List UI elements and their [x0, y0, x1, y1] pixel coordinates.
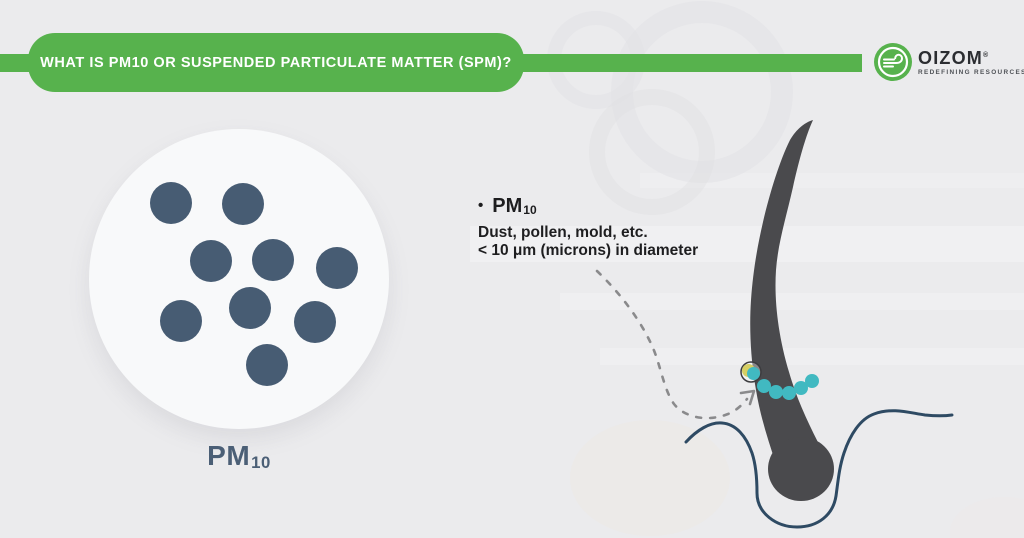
pm-particle-dot [150, 182, 192, 224]
hair-bulb [768, 437, 834, 501]
pm-particle-dot [190, 240, 232, 282]
highlighted-particle [740, 361, 762, 383]
pm-particle-on-hair [805, 374, 819, 388]
pm-particle-dot [160, 300, 202, 342]
header-banner: WHAT IS PM10 OR SUSPENDED PARTICULATE MA… [28, 33, 524, 92]
arrowhead-icon [739, 389, 756, 406]
bullet-icon: • [478, 197, 484, 214]
pm-particle-dot [294, 301, 336, 343]
pm-particle-on-hair [769, 385, 783, 399]
brand-tagline: REDEFINING RESOURCES [918, 69, 1024, 76]
pm-label-main: PM [207, 440, 251, 471]
pm-particle-dot [316, 247, 358, 289]
wind-icon [874, 43, 912, 81]
skin-line [684, 409, 954, 529]
background-swirl-decoration [470, 1, 1024, 538]
term-main: PM [492, 195, 523, 217]
page-title: WHAT IS PM10 OR SUSPENDED PARTICULATE MA… [40, 54, 512, 71]
pm-particle-dot [222, 183, 264, 225]
brand-name: OIZOM® [918, 48, 990, 68]
oizom-logo: OIZOM® REDEFINING RESOURCES [874, 43, 1024, 81]
pm-particle-dot [229, 287, 271, 329]
pm-label-subscript: 10 [251, 452, 271, 472]
definition-line-2: < 10 μm (microns) in diameter [478, 242, 699, 259]
hair-strand [750, 120, 834, 501]
pm-particle-dot [246, 344, 288, 386]
pm-particle-on-hair [794, 381, 808, 395]
registered-mark: ® [983, 52, 990, 59]
pm10-definition: Dust, pollen, mold, etc. < 10 μm (micron… [478, 224, 698, 260]
logo-text: OIZOM® REDEFINING RESOURCES [918, 43, 1024, 76]
definition-line-1: Dust, pollen, mold, etc. [478, 224, 648, 241]
pm-particle-on-hair [757, 379, 771, 393]
term-subscript: 10 [523, 202, 537, 217]
pm-particle-on-hair [782, 386, 796, 400]
pm10-magnified-circle [89, 129, 389, 429]
particles-on-hair [757, 374, 819, 400]
pm10-circle-label: PM10 [89, 440, 389, 472]
particle-path-arrow [595, 269, 756, 420]
pm-particle-dot [252, 239, 294, 281]
